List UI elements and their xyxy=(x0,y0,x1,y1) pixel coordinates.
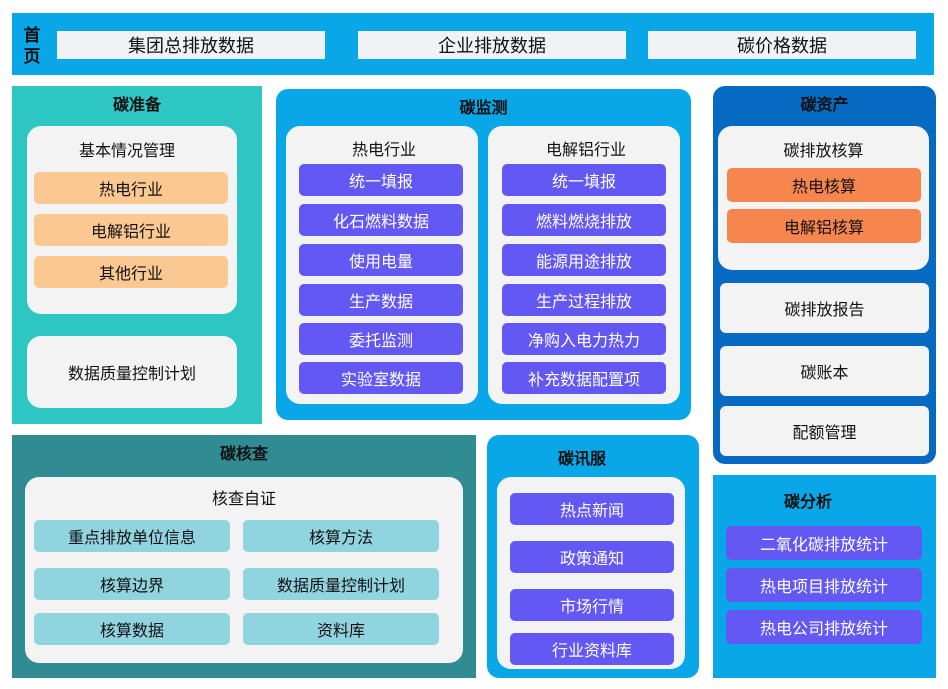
home-label[interactable]: 首页 xyxy=(19,24,45,70)
co2-emission-stats-button[interactable]: 二氧化碳排放统计 xyxy=(726,526,922,560)
accounting-data-button[interactable]: 核算数据 xyxy=(34,613,230,645)
carbon-verify-title: 碳核查 xyxy=(219,444,268,463)
key-emitter-info-button[interactable]: 重点排放单位信息 xyxy=(34,520,230,552)
carbon-analysis-title: 碳分析 xyxy=(783,492,832,511)
prep-aluminum-industry[interactable]: 电解铝行业 xyxy=(34,214,228,246)
monitor-thermal-item[interactable]: 委托监测 xyxy=(299,323,463,355)
industry-library-button[interactable]: 行业资料库 xyxy=(510,633,674,665)
monitor-aluminum-item[interactable]: 净购入电力热力 xyxy=(502,323,666,355)
monitor-thermal-item[interactable]: 化石燃料数据 xyxy=(299,204,463,236)
monitor-thermal-item[interactable]: 统一填报 xyxy=(299,164,463,196)
accounting-boundary-button[interactable]: 核算边界 xyxy=(34,568,230,600)
carbon-prep-title: 碳准备 xyxy=(112,95,161,114)
carbon-price-data-button[interactable]: 碳价格数据 xyxy=(648,31,916,59)
monitor-aluminum-item[interactable]: 能源用途排放 xyxy=(502,244,666,276)
home-text: 首页 xyxy=(23,26,41,67)
document-library-button[interactable]: 资料库 xyxy=(243,613,439,645)
monitor-thermal-item[interactable]: 实验室数据 xyxy=(299,362,463,394)
monitor-aluminum-item[interactable]: 生产过程排放 xyxy=(502,284,666,316)
prep-other-industry[interactable]: 其他行业 xyxy=(34,256,228,288)
thermal-company-stats-button[interactable]: 热电公司排放统计 xyxy=(726,610,922,644)
group-emission-data-button[interactable]: 集团总排放数据 xyxy=(57,31,325,59)
monitor-aluminum-title: 电解铝行业 xyxy=(545,140,626,159)
aluminum-accounting-button[interactable]: 电解铝核算 xyxy=(727,209,921,243)
enterprise-emission-data-button[interactable]: 企业排放数据 xyxy=(358,31,626,59)
monitor-aluminum-item[interactable]: 燃料燃烧排放 xyxy=(502,204,666,236)
monitor-thermal-item[interactable]: 生产数据 xyxy=(299,284,463,316)
emission-report-button[interactable]: 碳排放报告 xyxy=(720,283,929,333)
monitor-aluminum-item[interactable]: 补充数据配置项 xyxy=(502,362,666,394)
monitor-thermal-title: 热电行业 xyxy=(351,140,416,159)
prep-quality-plan[interactable]: 数据质量控制计划 xyxy=(27,336,237,408)
policy-notice-button[interactable]: 政策通知 xyxy=(510,541,674,573)
self-check-title: 核查自证 xyxy=(211,489,276,508)
hot-news-button[interactable]: 热点新闻 xyxy=(510,493,674,525)
carbon-assets-title: 碳资产 xyxy=(800,95,849,114)
basic-info-title: 基本情况管理 xyxy=(78,141,175,160)
emission-accounting-title: 碳排放核算 xyxy=(783,141,864,160)
verify-quality-plan-button[interactable]: 数据质量控制计划 xyxy=(243,568,439,600)
market-quotes-button[interactable]: 市场行情 xyxy=(510,589,674,621)
carbon-ledger-button[interactable]: 碳账本 xyxy=(720,346,929,396)
carbon-news-title: 碳讯服 xyxy=(557,449,606,468)
carbon-monitor-title: 碳监测 xyxy=(459,98,508,117)
accounting-method-button[interactable]: 核算方法 xyxy=(243,520,439,552)
thermal-project-stats-button[interactable]: 热电项目排放统计 xyxy=(726,568,922,602)
monitor-aluminum-item[interactable]: 统一填报 xyxy=(502,164,666,196)
prep-thermal-industry[interactable]: 热电行业 xyxy=(34,172,228,204)
thermal-accounting-button[interactable]: 热电核算 xyxy=(727,168,921,202)
quota-management-button[interactable]: 配额管理 xyxy=(720,406,929,456)
monitor-thermal-item[interactable]: 使用电量 xyxy=(299,244,463,276)
